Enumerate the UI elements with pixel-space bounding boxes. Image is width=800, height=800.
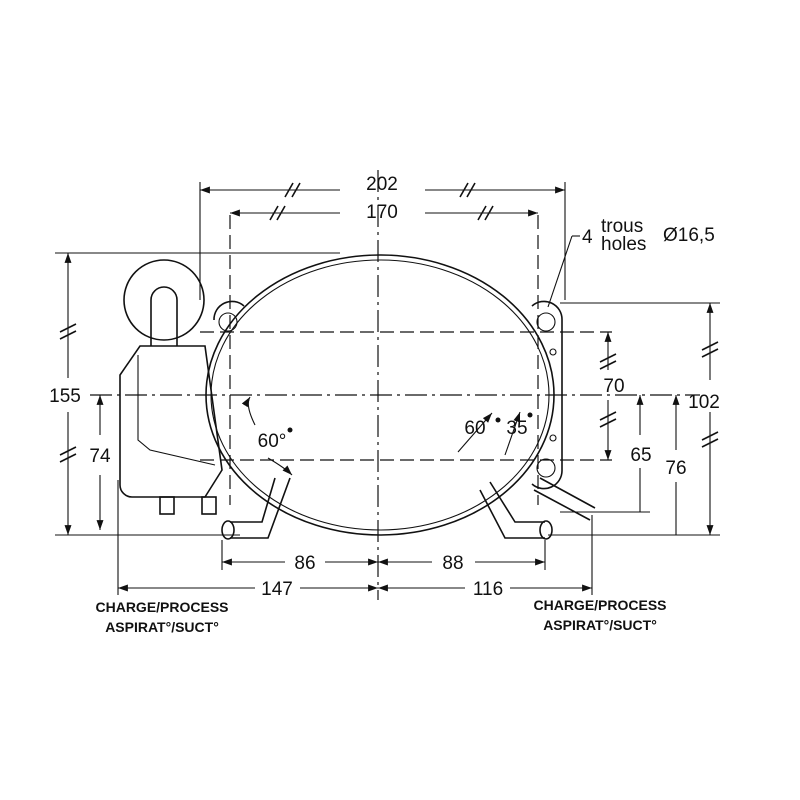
left-connector-label-line2: ASPIRAT°/SUCT° (105, 619, 219, 635)
dim-170: 170 (366, 202, 398, 223)
process-pipes (221, 477, 596, 540)
right-connector-label-line2: ASPIRAT°/SUCT° (543, 617, 657, 633)
holes-label-en: holes (601, 234, 646, 255)
extension-lines (55, 182, 720, 595)
dim-65: 65 (630, 445, 651, 466)
dim-147: 147 (261, 579, 293, 600)
dim-86: 86 (294, 553, 315, 574)
holes-label-fr: trous (601, 216, 643, 237)
break-marks (59, 182, 719, 463)
dim-102: 102 (688, 392, 720, 413)
dim-angle-left: 60° (258, 431, 287, 452)
left-connector-label-line1: CHARGE/PROCESS (95, 599, 228, 615)
dim-angle-35: 35 (506, 418, 527, 439)
holes-diameter: Ø16,5 (663, 225, 715, 246)
dim-116: 116 (473, 579, 503, 600)
terminal-box (119, 259, 223, 515)
dim-74: 74 (89, 446, 111, 467)
dim-76: 76 (665, 458, 686, 479)
dim-70: 70 (603, 376, 624, 397)
dim-155: 155 (49, 386, 81, 407)
right-connector-label-line1: CHARGE/PROCESS (533, 597, 666, 613)
dim-202: 202 (366, 174, 398, 195)
angle-dots (287, 412, 533, 433)
dim-88: 88 (442, 553, 463, 574)
mounting-feet (213, 300, 563, 490)
dim-angle-right: 60 (464, 418, 485, 439)
holes-count: 4 (582, 227, 593, 248)
